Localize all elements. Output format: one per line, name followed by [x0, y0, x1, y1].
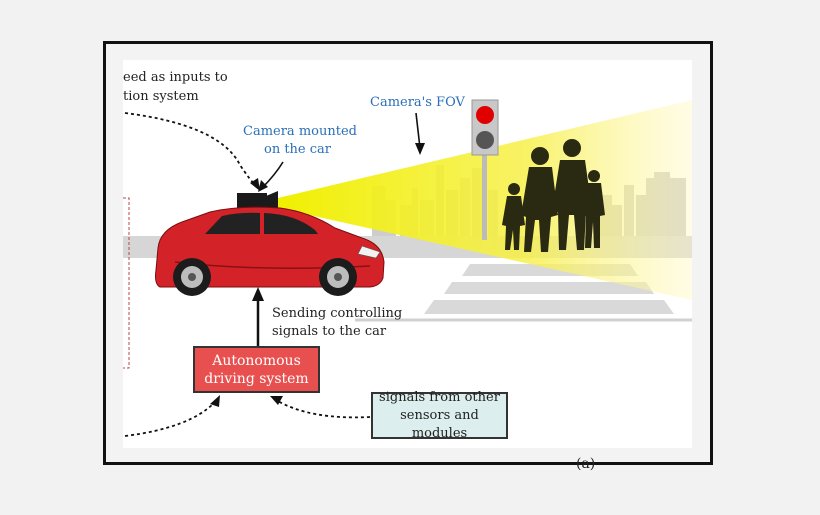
other-sensors-box: signals from other sensors and modules	[371, 389, 508, 441]
signals-to-ads-arrow	[275, 399, 371, 419]
sending-label-line2: signals to the car	[272, 324, 387, 339]
pedestrians-silhouette	[502, 139, 605, 252]
sending-label-line1: Sending controlling	[272, 306, 403, 321]
left-dashed-box	[123, 197, 130, 369]
camera-label-arrow	[261, 161, 284, 189]
bottom-left-to-ads-arrow	[124, 401, 216, 437]
signals-label-line1: signals from other	[379, 389, 500, 405]
subfigure-label: (a)	[576, 456, 596, 472]
red-car	[155, 206, 385, 296]
camera-mounted-label-line2: on the car	[264, 142, 331, 157]
signals-label-line2: sensors and modules	[400, 407, 479, 441]
camera-fov-label: Camera's FOV	[370, 95, 465, 110]
camera-mounted-label-line1: Camera mounted	[243, 124, 357, 139]
inputs-to-camera-arrow	[124, 112, 257, 187]
ads-label-line2: driving system	[204, 370, 309, 387]
red-light-icon	[476, 106, 494, 124]
traffic-light	[471, 99, 499, 240]
inputs-label-line1: eed as inputs to	[123, 70, 228, 85]
ads-label-line1: Autonomous	[212, 352, 301, 369]
autonomous-driving-system-box: Autonomous driving system	[193, 346, 320, 393]
fov-label-arrow	[415, 112, 421, 149]
inputs-label-line2: tion system	[123, 89, 199, 104]
off-light-icon	[476, 131, 494, 149]
